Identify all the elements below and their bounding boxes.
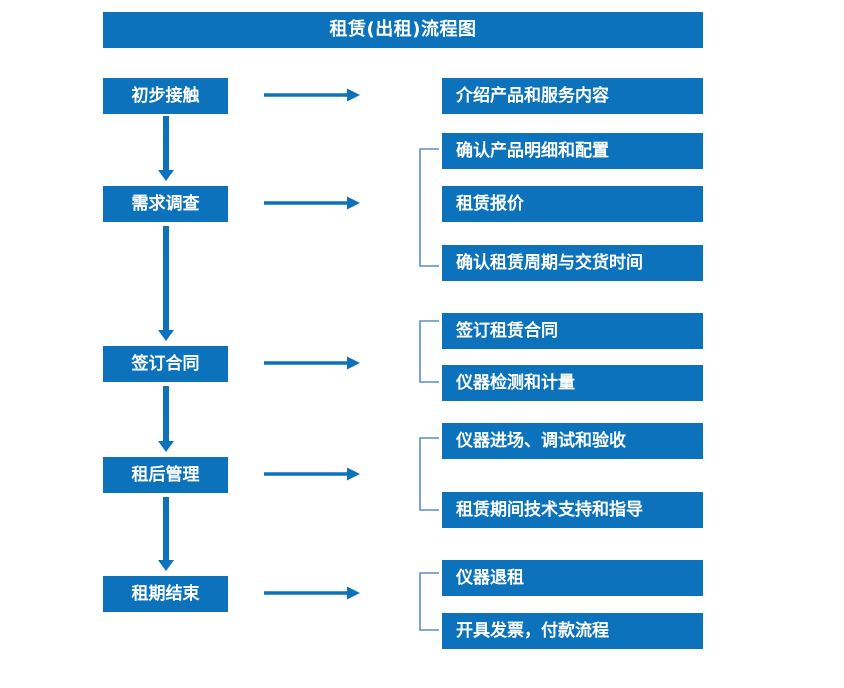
detail-label-5: 签订租赁合同 [456, 320, 558, 341]
stage-box-4[interactable]: 租后管理 [103, 457, 228, 493]
detail-box-6[interactable]: 仪器检测和计量 [442, 365, 703, 401]
arrow-right-icon-3 [264, 356, 361, 370]
detail-label-2: 确认产品明细和配置 [456, 140, 609, 161]
detail-label-7: 仪器进场、调试和验收 [456, 430, 626, 451]
group-bracket-1 [418, 148, 440, 267]
flowchart-title-text: 租赁(出租)流程图 [329, 19, 477, 40]
stage-box-5[interactable]: 租期结束 [103, 576, 228, 612]
arrow-down-icon-4 [157, 497, 175, 572]
detail-box-10[interactable]: 开具发票，付款流程 [442, 613, 703, 649]
group-bracket-4 [418, 572, 440, 631]
detail-label-9: 仪器退租 [456, 567, 524, 588]
detail-label-3: 租赁报价 [456, 193, 524, 214]
detail-label-4: 确认租赁周期与交货时间 [456, 252, 643, 273]
group-bracket-2 [418, 320, 440, 383]
stage-label-3: 签订合同 [131, 353, 200, 374]
arrow-down-icon-3 [157, 386, 175, 453]
arrow-right-icon-1 [264, 88, 361, 102]
stage-box-1[interactable]: 初步接触 [103, 78, 228, 114]
detail-box-1[interactable]: 介绍产品和服务内容 [442, 78, 703, 114]
stage-label-1: 初步接触 [131, 85, 200, 106]
arrow-right-icon-4 [264, 467, 361, 481]
stage-label-2: 需求调查 [131, 193, 200, 214]
arrow-right-icon-2 [264, 196, 361, 210]
stage-box-2[interactable]: 需求调查 [103, 186, 228, 222]
detail-box-8[interactable]: 租赁期间技术支持和指导 [442, 492, 703, 528]
detail-box-2[interactable]: 确认产品明细和配置 [442, 133, 703, 169]
flowchart-title-banner: 租赁(出租)流程图 [103, 12, 703, 48]
arrow-down-icon-1 [157, 116, 175, 182]
detail-box-4[interactable]: 确认租赁周期与交货时间 [442, 245, 703, 281]
detail-label-8: 租赁期间技术支持和指导 [456, 499, 643, 520]
group-bracket-3 [418, 437, 440, 511]
detail-label-10: 开具发票，付款流程 [456, 620, 609, 641]
arrow-right-icon-5 [264, 586, 361, 600]
stage-label-4: 租后管理 [131, 464, 200, 485]
stage-box-3[interactable]: 签订合同 [103, 346, 228, 382]
detail-box-9[interactable]: 仪器退租 [442, 560, 703, 596]
arrow-down-icon-2 [157, 226, 175, 342]
detail-box-7[interactable]: 仪器进场、调试和验收 [442, 423, 703, 459]
stage-label-5: 租期结束 [131, 583, 200, 604]
detail-box-3[interactable]: 租赁报价 [442, 186, 703, 222]
detail-box-5[interactable]: 签订租赁合同 [442, 313, 703, 349]
detail-label-6: 仪器检测和计量 [456, 372, 575, 393]
detail-label-1: 介绍产品和服务内容 [456, 85, 609, 106]
